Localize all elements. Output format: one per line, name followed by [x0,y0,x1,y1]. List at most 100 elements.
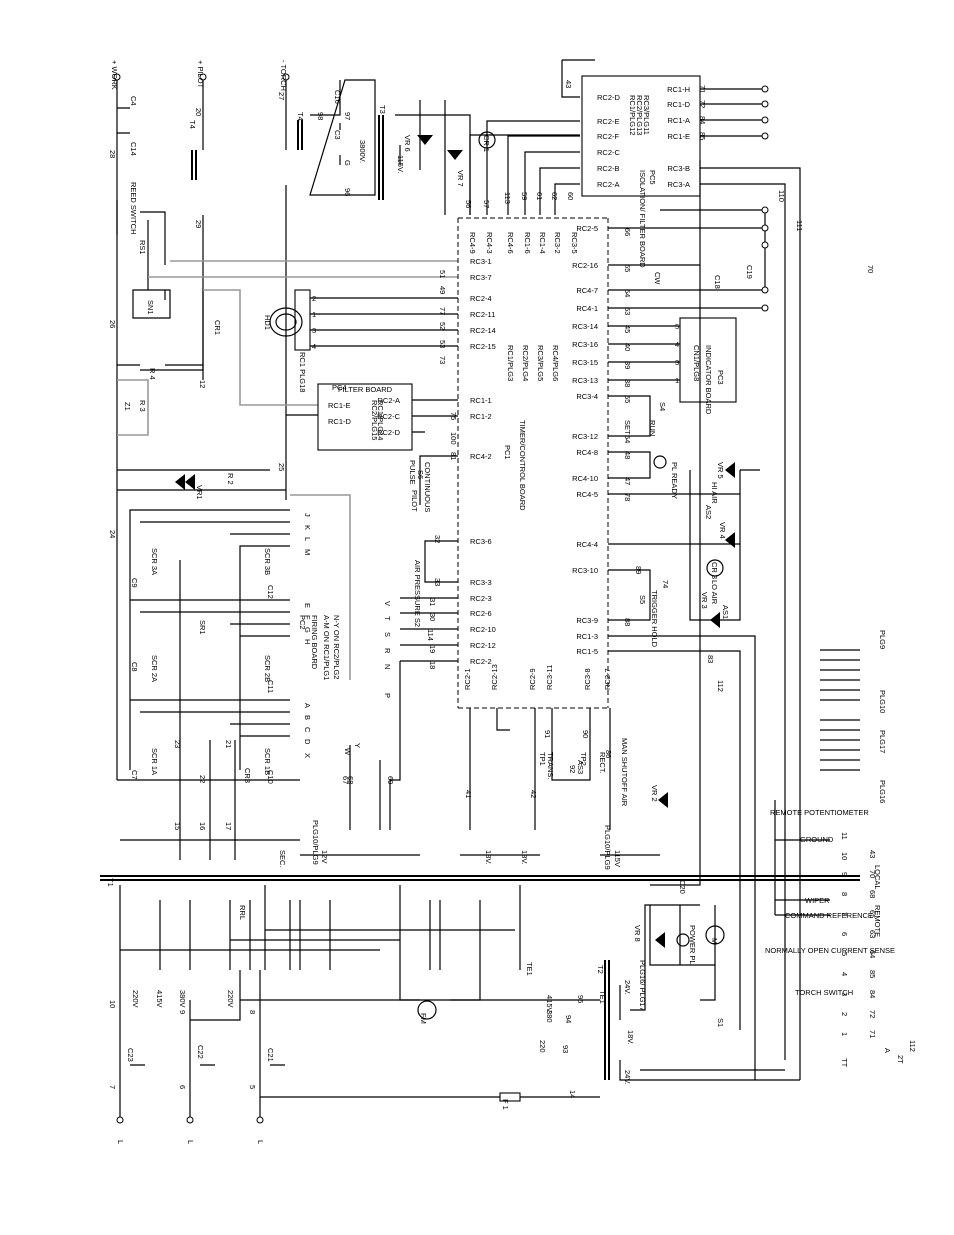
wire-numbers-61-label: 78 [623,493,632,501]
boards-pc3-id-label: PC3 [716,370,725,385]
components-motor-label: M [710,938,719,944]
components-c21-label: C21 [266,1048,275,1062]
transformer-taps-t2-380-label: 380 [545,1010,554,1023]
pc2-pins-0-label: J [303,513,312,517]
transformer-taps-t2-24a-label: 24V. [623,980,632,995]
wire-numbers-65-label: 83 [706,655,715,663]
wire-numbers-27-label: 52 [438,322,447,330]
transformer-taps-t2-24b-label: 24V. [623,1070,632,1085]
switches-as1-label: AS1 [721,605,730,619]
wire-numbers-76-label: 93 [561,1045,570,1053]
components-rs1-label: RS1 [138,240,147,255]
switches-s4-set-label: SET [623,420,632,435]
remote-wires-9-label: 43 [868,850,877,858]
components-cr3b-label: CR3 [243,768,252,783]
boards-pc4-name-label: FILTER BOARD [338,385,393,394]
pc1-top-4-label: RC1-4 [538,232,547,254]
components-f1-label: F 1 [501,1099,510,1110]
wire-numbers-37-label: 114 [426,629,435,641]
remote-remote-label: REMOTE [873,905,882,937]
wire-numbers-66-label: 112 [716,680,725,692]
pc5-right-5-label: RC3-A [667,180,690,189]
wire-numbers-50-label: 65 [623,264,632,272]
pc1-left-3-label: RC2-11 [470,310,495,319]
pc4-left-1-label: RC1-D [328,417,352,426]
remote-pins-2-label: 3 [840,992,849,996]
components-c10-label: C10 [266,770,275,784]
remote-pins-8-label: 9 [840,872,849,876]
remote-wiper-label: WIPER [805,896,830,905]
wire-numbers-49-label: 66 [623,228,632,236]
wire-numbers-75-label: 14 [568,1090,577,1098]
pc2-pins-5-label: F [303,615,312,620]
pc1-bottom-5-label: RC2-7 [603,668,612,690]
pc1-left-15-label: RC2-2 [470,657,492,666]
pc1-left-7-label: RC1-2 [470,412,492,421]
boards-pc3-plug-label: CN1/PLG8 [692,345,701,381]
wire-numbers-43-label: 41 [464,790,473,798]
pc1-right-8-label: RC3-4 [576,392,598,401]
wire-numbers-77-label: 94 [564,1015,573,1023]
components-r3-label: R 3 [138,400,147,412]
components-t4b-label: T4 [296,112,305,121]
wire-numbers-10-label: 21 [224,740,233,748]
boards-pc4-plugs-1-label: RC2/PLG15 [370,400,379,440]
pc1-left-5-label: RC2-15 [470,342,496,351]
wire-numbers-40-label: 67 [341,776,350,784]
wire-numbers-72-label: 7 [108,1085,117,1089]
wire-numbers-31-label: 100 [449,432,458,445]
switches-s5-label: TRIGGER HOLD [650,590,659,648]
pc5-left-4-label: RC2-B [597,164,620,173]
wire-numbers-60-label: 47 [623,477,632,485]
components-c11-label: C11 [266,680,275,693]
wire-numbers-14-label: 98 [316,112,325,120]
components-c20-label: C20 [678,880,687,894]
remote-wires-6-label: 65 [868,910,877,918]
remote-pins-5-label: 6 [840,932,849,936]
pc2-pins-6-label: G [303,627,312,633]
pc1-right-5-label: RC3-16 [572,340,598,349]
remote-wires-0-label: 71 [868,1030,877,1038]
wire-numbers-39-label: 18 [428,661,437,669]
pc1-left-9-label: RC3-6 [470,537,492,546]
boards-pc1-plugs-1-label: RC2/PLG4 [521,345,530,381]
pc4-right-2-label: RC2-D [377,428,401,437]
wire-numbers-4-label: 26 [108,320,117,328]
components-sr1-label: SR1 [198,620,207,635]
pc2-pins-7-label: H [303,639,312,644]
wire-numbers-29-label: 73 [438,356,447,364]
components-cr1-label: CR1 [213,320,222,335]
pc2-pins-8-label: A [303,703,312,708]
pc1-top-5-label: RC3-2 [553,232,562,254]
pc5-left-3-label: RC2-C [597,148,621,157]
components-c12-label: C12 [266,585,275,599]
pc1-right-3-label: RC4-1 [576,304,598,313]
components-vr8-label: VR 8 [633,925,642,942]
wire-numbers-17-label: 56 [464,200,473,208]
wire-numbers-48-label: 86 [604,750,613,758]
pc1-top-6-label: RC3-5 [570,232,579,254]
remote-wires-2-label: 84 [868,990,877,998]
pc1-bottom-1-label: RC2-13 [490,664,499,690]
components-scr1a-label: SCR 1A [150,748,159,775]
pc1-right-14-label: RC3-10 [572,566,598,575]
wire-numbers-74-label: 5 [248,1085,257,1089]
terminals-pilot-label: + PILOT [196,60,205,89]
wire-numbers-5-label: 12 [198,380,207,388]
transformer-taps-sec-115-label: 115V [613,850,622,867]
components-t3-sec-label: 115V. [396,155,405,173]
components-vr6-label: VR 6 [403,135,412,152]
components-te1b-label: TE1 [598,990,607,1004]
components-c8-label: C8 [130,662,139,672]
pc1-right-9-label: RC3-12 [572,432,598,441]
wire-numbers-70-label: 9 [178,1010,187,1014]
remote-pins-3-label: 4 [840,972,849,976]
switches-tp1-label: TP1 [538,752,547,766]
wire-numbers-57-label: 55 [623,395,632,403]
components-c4-label: C4 [129,96,138,106]
components-vr4-label: VR 4 [718,522,727,539]
pc1-left-0-label: RC3-1 [470,257,492,266]
pc1-bottom-2-label: RC2-9 [528,668,537,690]
boards-pc2-plugs-1-label: N-Y ON RC2/PLG2 [332,615,341,679]
pc1-right-11-label: RC4-10 [572,474,598,483]
